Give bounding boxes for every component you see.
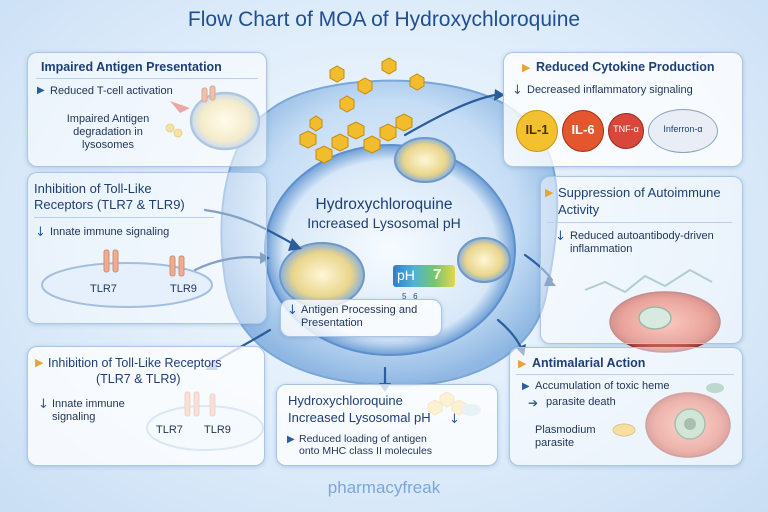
down-arrow-icon: ↓ [38, 397, 49, 412]
ph-value: 7 [433, 266, 442, 283]
tlr9-label: TLR9 [170, 283, 197, 295]
panel-title: Reduced Cytokine Production [536, 60, 715, 74]
cytokine-il1: IL-1 [516, 110, 558, 152]
plasmodium-label-line2: parasite [535, 437, 575, 449]
down-arrow-icon: ↓ [287, 303, 298, 318]
arrow-to-lysosome-top [403, 93, 497, 137]
antigen-processing-text: Antigen Processing and Presentation [301, 304, 418, 329]
right-triangle-bullet-icon: ▶ [545, 186, 554, 199]
center-line2: Increased Lysosomal pH [307, 215, 461, 231]
note-text: Impaired Antigen degradation in lysosome… [66, 113, 150, 151]
cytokine-il6: IL-6 [562, 110, 604, 152]
right-triangle-bullet-icon: ▶ [287, 434, 295, 445]
bullet-text-line2: inflammation [570, 243, 633, 255]
ph-label: pH [397, 267, 415, 283]
panel-cytokine: ▶ Reduced Cytokine Production ↓ Decrease… [503, 52, 743, 167]
right-triangle-bullet-icon: ▶ [522, 381, 530, 392]
lysosome-right [457, 237, 511, 283]
page-title: Flow Chart of MOA of Hydroxychloroquine [187, 8, 581, 31]
right-arrow-icon: ➔ [528, 396, 539, 410]
ph-scale: pH 7 [393, 265, 455, 287]
tlr9-label: TLR9 [204, 424, 231, 436]
panel-hcq-bottom: Hydroxychloroquine Increased Lysosomal p… [276, 384, 498, 466]
panel-antimalarial: ▶ Antimalarial Action ▶ Accumulation of … [509, 347, 743, 466]
panel-title: Impaired Antigen Presentation [41, 60, 222, 74]
watermark: pharmacyfreak [327, 478, 441, 497]
panel-title-line1: Suppression of Autoimmune [558, 185, 721, 200]
bullet-text-line1: Innate immune [52, 398, 125, 410]
cytokine-tnf: TNF-α [608, 113, 644, 149]
inflamed-cell-nucleus [638, 306, 672, 330]
antigen-processing-box: ↓ Antigen Processing and Presentation [280, 299, 442, 337]
bullet-text-line2: signaling [52, 411, 96, 423]
panel-tlr-bottom: ▶ Inhibition of Toll-Like Receptors (TLR… [27, 346, 265, 466]
panel-title-line2: Increased Lysosomal pH [288, 410, 431, 425]
tlr7-label: TLR7 [90, 283, 117, 295]
bullet-text-2: parasite death [546, 396, 616, 408]
hexagon-drug-molecule-icon [299, 57, 425, 164]
bullet-text-1: Accumulation of toxic heme [535, 380, 670, 392]
down-arrow-icon: ↓ [449, 412, 460, 427]
right-triangle-bullet-icon: ▶ [522, 61, 531, 74]
antibody-chain-icon [584, 268, 713, 294]
panel-impaired-antigen: Impaired Antigen Presentation ▶ Reduced … [27, 52, 267, 167]
panel-title: Antimalarial Action [532, 356, 646, 370]
panel-title-line1: Inhibition of Toll-Like Receptors [48, 356, 222, 370]
receptor-icon [103, 249, 185, 277]
panel-autoimmune: ▶ Suppression of Autoimmune Activity ↓ R… [540, 176, 743, 344]
panel-title-line1: Inhibition of Toll-Like [34, 181, 152, 196]
arrow-tlr-receptors [193, 256, 264, 272]
right-triangle-bullet-icon: ▶ [518, 357, 527, 370]
bullet-text-line2: onto MHC class II molecules [299, 445, 433, 457]
right-triangle-bullet-icon: ▶ [37, 85, 45, 96]
arrow-to-autoimmune [523, 253, 554, 282]
arrow-from-tlr-top [203, 208, 297, 247]
lysosome-left [279, 242, 365, 308]
right-triangle-bullet-icon: ▶ [35, 356, 44, 369]
bullet-text: Reduced T-cell activation [50, 85, 173, 97]
plasmodium-label-line1: Plasmodium [535, 424, 596, 436]
cytokine-interferon: Inferron-α [648, 109, 718, 153]
down-arrow-icon: ↓ [35, 225, 46, 240]
bullet-text-line1: Reduced autoantibody-driven [570, 230, 714, 242]
panel-tlr-top: Inhibition of Toll-Like Receptors (TLR7 … [27, 172, 267, 324]
bullet-text-line1: Reduced loading of antigen [299, 433, 427, 445]
ph-ticks: 5 6 [402, 292, 418, 301]
panel-title-line1: Hydroxychloroquine [288, 393, 403, 408]
tlr7-label: TLR7 [156, 424, 183, 436]
center-line1: Hydroxychloroquine [315, 196, 453, 213]
lysosome-top [394, 137, 456, 183]
down-arrow-icon: ↓ [555, 229, 566, 244]
panel-title-line2: (TLR7 & TLR9) [96, 372, 181, 386]
down-arrow-icon: ↓ [512, 83, 523, 98]
center-title: Hydroxychloroquine Increased Lysosomal p… [266, 196, 502, 232]
bullet-text: Decreased inflammatory signaling [527, 84, 693, 96]
bullet-text: Innate immune signaling [50, 226, 170, 238]
panel-title-line2: Receptors (TLR7 & TLR9) [34, 197, 185, 212]
panel-title-line2: Activity [558, 202, 600, 217]
